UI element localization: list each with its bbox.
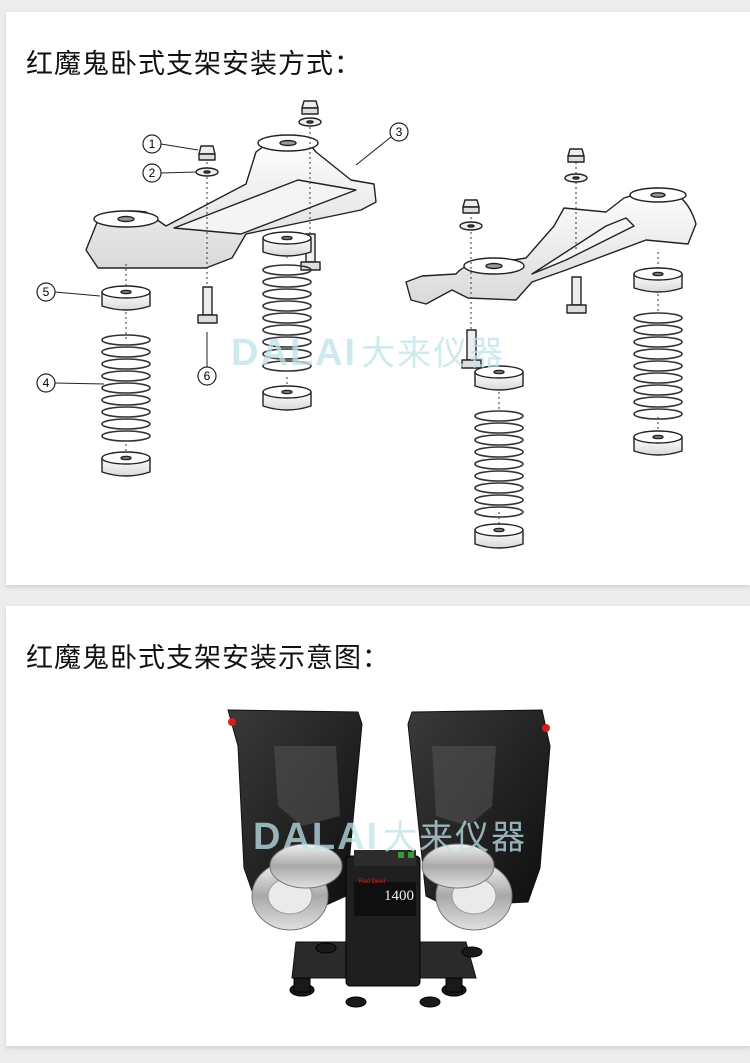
model-label: 1400 — [384, 888, 414, 904]
washer-part-2 — [195, 167, 219, 177]
callout-4: 4 — [43, 376, 50, 390]
brand-label: Red Devil — [359, 879, 386, 885]
watermark-chinese-2: 大来仪器 — [383, 818, 528, 858]
motor-housing — [345, 850, 421, 987]
bracket-left — [85, 134, 377, 269]
spring-part-4 — [101, 334, 151, 442]
nut-part-1 — [198, 145, 216, 161]
bolt-part-6 — [197, 286, 218, 324]
bracket-right — [405, 187, 697, 305]
machine-photo — [227, 709, 551, 1008]
mounting-feet — [289, 942, 483, 1008]
callout-3-circle — [389, 122, 409, 142]
callout-3: 3 — [396, 125, 403, 139]
installation-method-card: 红魔鬼卧式支架安装方式： — [6, 12, 750, 585]
installation-method-title: 红魔鬼卧式支架安装方式： — [26, 49, 362, 80]
watermark-latin: DALAI — [231, 332, 358, 374]
left-wheel-cover — [251, 843, 343, 931]
callout-6: 6 — [204, 369, 211, 383]
right-wheel-cover — [421, 843, 513, 931]
left-red-knob — [228, 718, 236, 726]
callout-2: 2 — [149, 166, 156, 180]
installation-diagram-card: 红魔鬼卧式支架安装示意图： — [6, 606, 750, 1046]
cup-part-5 — [101, 285, 151, 311]
watermark-latin-2: DALAI — [253, 816, 380, 858]
exploded-assembly-diagram: 1 2 3 4 5 6 — [36, 100, 697, 549]
right-red-knob — [542, 724, 550, 732]
callout-1: 1 — [149, 137, 156, 151]
callout-5: 5 — [43, 285, 50, 299]
watermark-chinese: 大来仪器 — [361, 334, 506, 374]
installation-diagram-title: 红魔鬼卧式支架安装示意图： — [26, 643, 390, 674]
